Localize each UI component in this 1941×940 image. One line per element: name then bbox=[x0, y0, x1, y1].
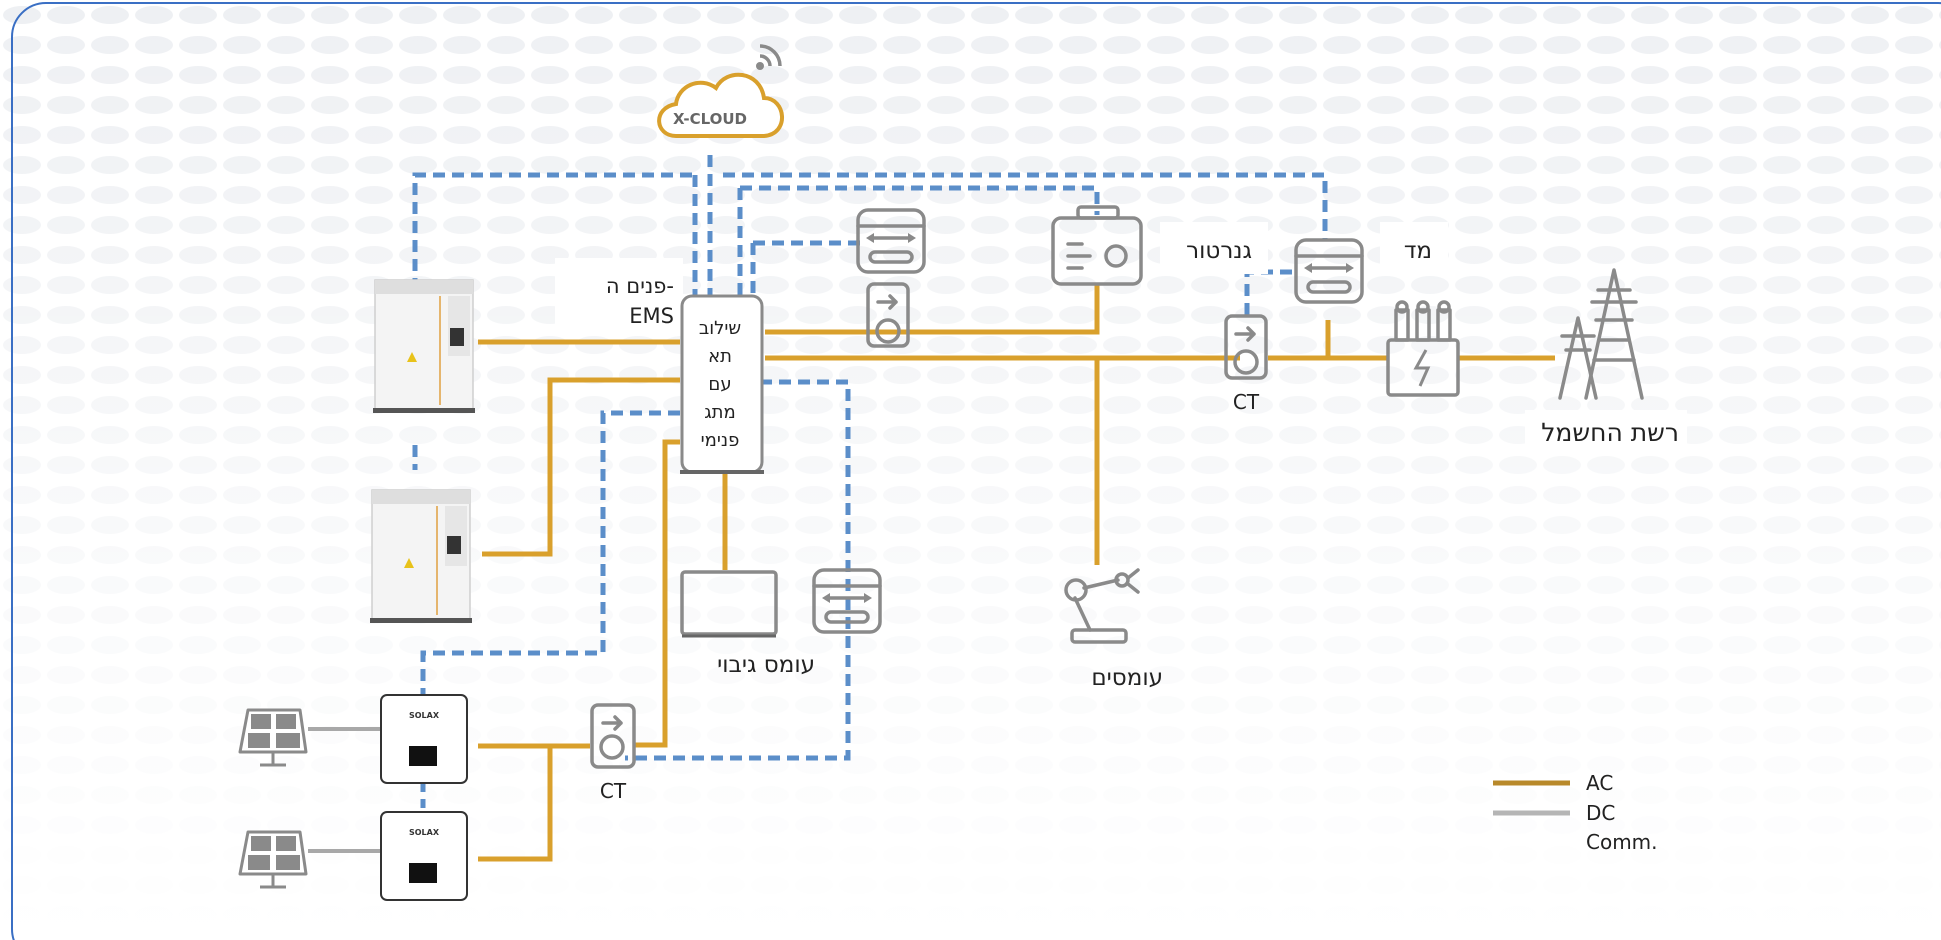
ct-grid-label: CT bbox=[1233, 390, 1260, 414]
inverter-bottom: SOLAX bbox=[380, 811, 468, 901]
ct-grid-icon bbox=[1224, 314, 1268, 380]
ems-label-line2: EMS bbox=[629, 304, 674, 328]
power-tower-icon bbox=[1558, 268, 1644, 400]
legend: AC DC Comm. bbox=[1493, 771, 1658, 854]
controller-line: שילוב bbox=[699, 318, 741, 339]
ems-label-line1: פנים ה- bbox=[606, 274, 674, 298]
meter-label: מד bbox=[1404, 238, 1432, 264]
ct-pv-icon bbox=[590, 703, 636, 769]
inverter-brand: SOLAX bbox=[409, 711, 440, 720]
backup-meter-icon bbox=[812, 568, 882, 634]
cloud-icon: X-CLOUD bbox=[657, 72, 784, 138]
dc-lines bbox=[308, 727, 380, 853]
grid-label-box bbox=[1525, 410, 1687, 454]
generator-label: גנרטור bbox=[1186, 238, 1252, 264]
grid-meter-icon bbox=[1294, 238, 1364, 304]
battery-cabinet-bottom bbox=[370, 489, 472, 623]
ct-pv-label: CT bbox=[600, 779, 627, 803]
warning-icon bbox=[404, 558, 414, 568]
controller-box: שילוב תא עם מתג פנימי bbox=[680, 294, 764, 474]
legend-ac: AC bbox=[1586, 771, 1613, 795]
warning-icon bbox=[407, 352, 417, 362]
robot-arm-icon bbox=[1064, 568, 1140, 644]
loads-label: עומסים bbox=[1091, 665, 1163, 691]
solar-panel-icon bbox=[238, 830, 308, 889]
frame-border bbox=[11, 2, 1941, 940]
transformer-icon bbox=[1386, 300, 1460, 397]
inverter-top: SOLAX bbox=[380, 694, 468, 784]
generator-label-box bbox=[1160, 222, 1268, 274]
ems-label-box bbox=[555, 258, 683, 330]
solar-panel-icon bbox=[238, 708, 308, 767]
legend-dc: DC bbox=[1586, 801, 1615, 825]
controller-line: תא bbox=[708, 346, 732, 367]
controller-line: מתג bbox=[704, 402, 735, 423]
ct-sensor-icon bbox=[866, 282, 910, 348]
controller-line: עם bbox=[708, 374, 731, 395]
meter-icon bbox=[856, 208, 926, 274]
legend-comm: Comm. bbox=[1586, 830, 1658, 854]
meter-label-box bbox=[1380, 222, 1448, 274]
generator-icon bbox=[1051, 205, 1143, 286]
grid-label: רשת החשמל bbox=[1541, 418, 1679, 447]
wifi-icon bbox=[756, 44, 782, 70]
cloud-label: X-CLOUD bbox=[673, 110, 747, 128]
controller-line: פנימי bbox=[701, 430, 740, 451]
battery-cabinet-top bbox=[373, 279, 475, 413]
backup-load-label: עומס גיבוי bbox=[717, 652, 815, 678]
monitor-icon bbox=[680, 570, 778, 638]
inverter-brand: SOLAX bbox=[409, 828, 440, 837]
